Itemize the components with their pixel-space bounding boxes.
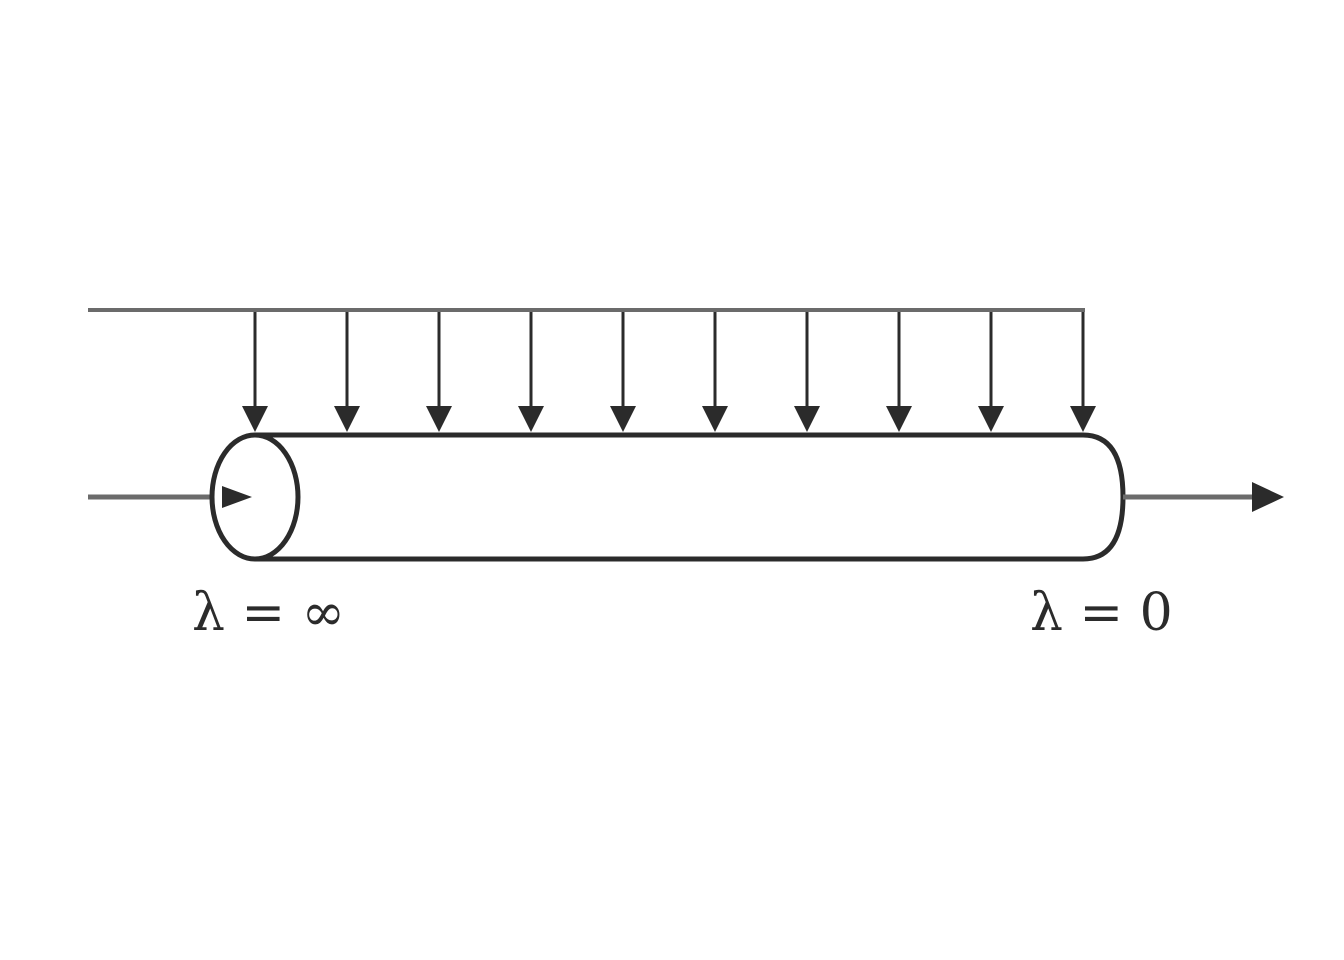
feed-arrowhead [426,406,452,432]
feed-arrowhead [610,406,636,432]
feed-arrowhead [242,406,268,432]
tube-inlet-ellipse [209,432,301,562]
inlet-lambda-label: λ = ∞ [192,583,345,643]
feed-arrows [242,312,1096,432]
feed-arrowhead [978,406,1004,432]
feed-arrowhead [334,406,360,432]
inlet-arrowhead [222,486,252,508]
feed-arrowhead [1070,406,1096,432]
feed-arrowhead [794,406,820,432]
feed-arrowhead [886,406,912,432]
feed-arrowhead [518,406,544,432]
outlet-arrowhead [1252,482,1284,512]
tube-body [255,432,1126,562]
outlet-lambda-label: λ = 0 [1030,583,1173,643]
feed-arrowhead [702,406,728,432]
